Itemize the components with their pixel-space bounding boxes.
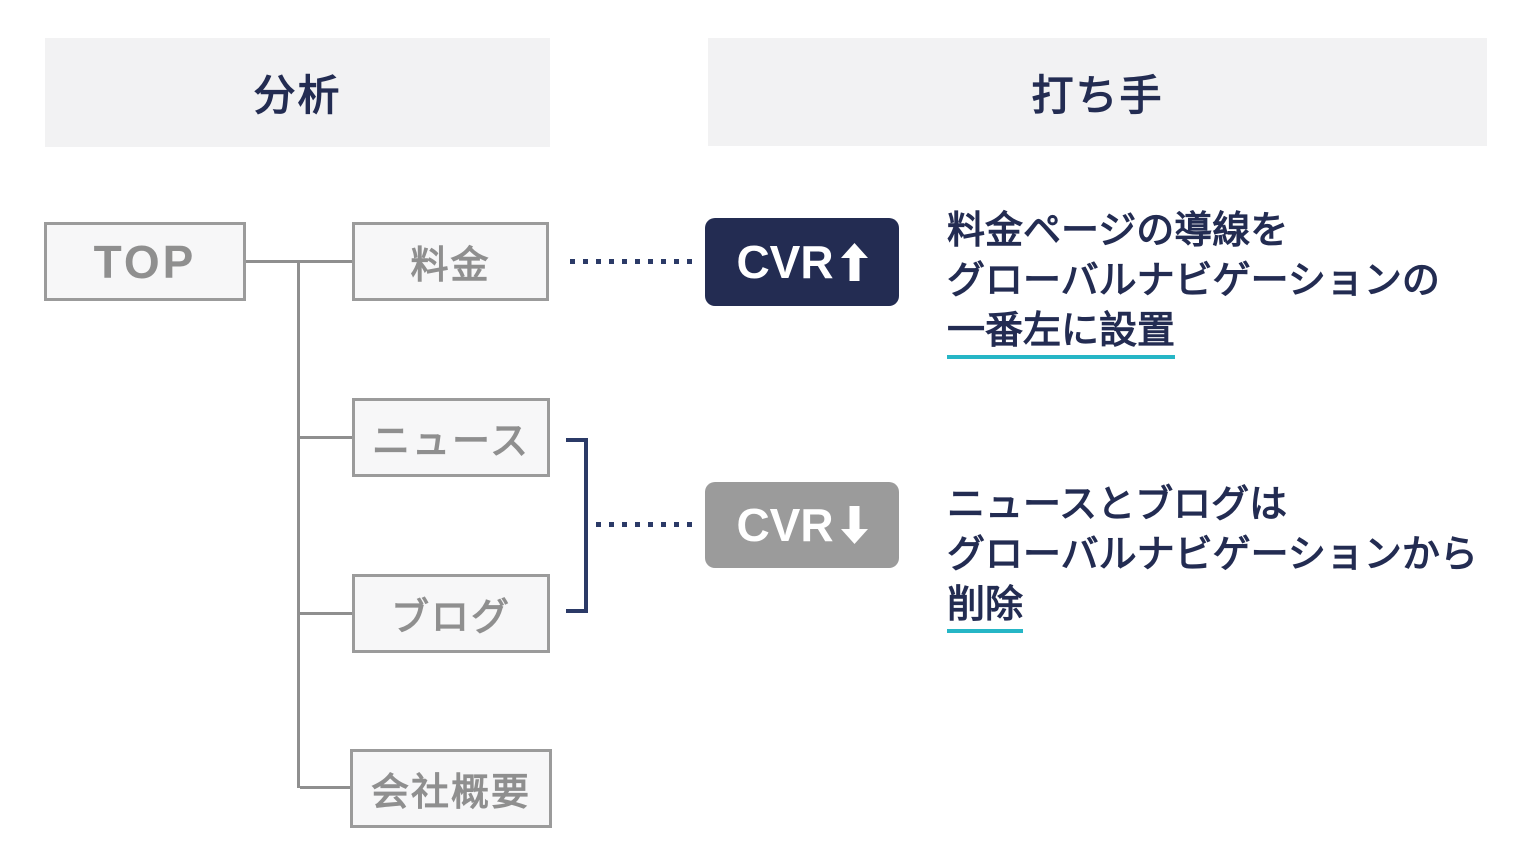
node-blog-label: ブログ: [390, 597, 511, 639]
measures-column-header: 打ち手: [708, 38, 1487, 146]
node-pricing-page: 料金: [352, 222, 549, 301]
cvr-down-badge: CVR: [705, 482, 899, 568]
analysis-column-header: 分析: [45, 38, 550, 147]
arrow-up-icon: [840, 243, 868, 281]
cvr-up-badge-label: CVR: [736, 236, 834, 288]
node-news-label: ニュース: [371, 421, 531, 463]
pricing-measure-line-1: 料金ページの導線を: [947, 210, 1289, 252]
pricing-measure-line-2: グローバルナビゲーションの: [947, 260, 1440, 302]
pricing-measure-underlined-text: 一番左に設置: [947, 309, 1176, 359]
node-news-page: ニュース: [352, 398, 550, 477]
news-blog-measure-line-1: ニュースとブログは: [947, 484, 1288, 526]
news-blog-group-bracket: [566, 438, 588, 613]
pricing-measure-note: 料金ページの導線を グローバルナビゲーションの 一番左に設置: [947, 206, 1440, 359]
connector-trunk-vertical: [297, 260, 300, 788]
news-blog-measure-line-2: グローバルナビゲーションから: [947, 534, 1478, 576]
news-blog-measure-underlined-text: 削除: [947, 583, 1024, 633]
cvr-up-badge: CVR: [705, 218, 899, 306]
connector-trunk-to-blog: [300, 612, 352, 615]
node-company-page: 会社概要: [350, 749, 552, 828]
arrow-down-icon: [840, 506, 868, 544]
node-top-label: TOP: [93, 235, 197, 288]
cvr-down-badge-label: CVR: [736, 499, 834, 551]
connector-trunk-to-company: [300, 786, 350, 789]
connector-trunk-to-news: [300, 436, 352, 439]
node-top-page: TOP: [44, 222, 246, 301]
dotted-line-group-to-badge: [596, 522, 698, 527]
node-pricing-label: 料金: [410, 245, 491, 287]
node-blog-page: ブログ: [352, 574, 550, 653]
dotted-line-pricing-to-badge: [570, 259, 696, 264]
news-blog-measure-note: ニュースとブログは グローバルナビゲーションから 削除: [947, 480, 1478, 633]
analysis-header-label: 分析: [253, 72, 342, 119]
node-company-label: 会社概要: [370, 772, 531, 814]
measures-header-label: 打ち手: [1031, 71, 1164, 119]
